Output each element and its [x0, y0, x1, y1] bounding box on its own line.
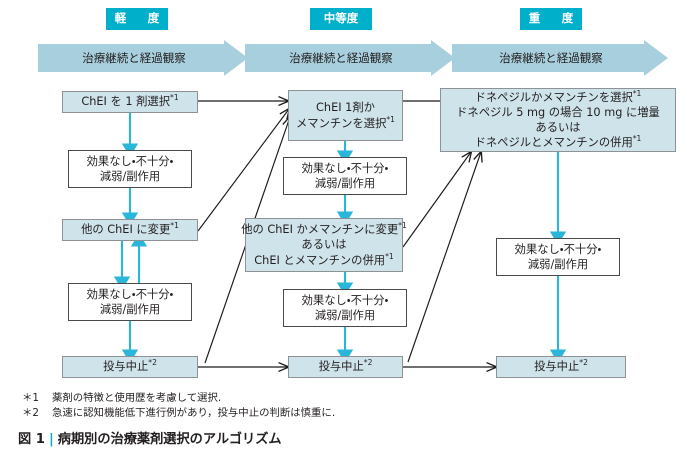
footnote-2: ＊2 急速に認知機能低下進行例があり，投与中止の判断は慎重に. — [22, 406, 335, 421]
flow-box-line: 効果なし・不十分・ — [301, 161, 389, 175]
stage-badge-mild: 軽 度 — [106, 8, 168, 30]
banner-moderate: 治療継続と経過観察 — [245, 40, 455, 76]
figure-number: 図 1 — [18, 432, 45, 447]
flow-box-line: 効果なし・不十分・ — [86, 287, 174, 301]
flow-box-line: 効果なし・不十分・ — [86, 154, 174, 168]
flow-box-line: 減弱/副作用 — [314, 177, 376, 190]
flow-box-line: ドネペジルかメマンチンを選択*1 — [474, 89, 642, 104]
flow-box-line: 他の ChEI に変更*1 — [81, 221, 179, 237]
flow-box-line: 投与中止*2 — [318, 358, 373, 374]
banner-mild-label: 治療継続と経過観察 — [82, 51, 186, 65]
flow-box-line: 効果なし・不十分・ — [301, 293, 389, 307]
link-c2b3-c3b1 — [402, 152, 471, 248]
flow-box-c1b1[interactable]: ChEI を 1 剤選択*1 — [62, 91, 198, 113]
stage-badge-moderate: 中等度 — [310, 8, 372, 30]
flow-box-c3b2[interactable]: 効果なし・不十分・ 減弱/副作用 — [496, 238, 620, 276]
flow-box-c2b1[interactable]: ChEI 1剤か メマンチンを選択*1 — [288, 90, 403, 141]
footnote-1-mark: ＊1 — [22, 392, 40, 404]
flow-box-c2b3[interactable]: 他の ChEI かメマンチンに変更*1 あるいは ChEI とメマンチンの併用*… — [241, 218, 407, 272]
flow-box-c1b2[interactable]: 効果なし・不十分・ 減弱/副作用 — [68, 150, 192, 188]
flow-box-c3b1[interactable]: ドネペジルかメマンチンを選択*1 ドネペジル 5 mg の場合 10 mg に増… — [440, 88, 676, 152]
flow-box-line: 効果なし・不十分・ — [514, 242, 602, 256]
flow-box-line: 他の ChEI かメマンチンに変更*1 — [241, 221, 407, 237]
banner-severe: 治療継続と経過観察 — [452, 40, 668, 76]
flow-box-line: ドネペジルとメマンチンの併用*1 — [474, 134, 642, 150]
banner-mild: 治療継続と経過観察 — [38, 40, 248, 76]
flow-box-line: あるいは — [535, 121, 581, 134]
flow-box-c2b4[interactable]: 効果なし・不十分・ 減弱/副作用 — [283, 289, 407, 327]
flow-box-c2b2[interactable]: 効果なし・不十分・ 減弱/副作用 — [283, 157, 407, 195]
flow-box-line: 投与中止*2 — [103, 358, 157, 374]
flow-box-line: メマンチンを選択*1 — [295, 114, 396, 130]
flow-box-line: 減弱/副作用 — [99, 170, 161, 183]
flow-box-c1b5[interactable]: 投与中止*2 — [62, 356, 198, 378]
flow-box-line: 減弱/副作用 — [527, 258, 589, 271]
footnote-2-text: 急速に認知機能低下進行例があり，投与中止の判断は慎重に. — [52, 407, 336, 419]
link-c2b5-c3b1 — [407, 152, 481, 363]
flow-box-line: 減弱/副作用 — [314, 309, 376, 322]
flow-box-line: ChEI とメマンチンの併用*1 — [254, 251, 394, 267]
flow-box-line: ドネペジル 5 mg の場合 10 mg に増量 — [456, 105, 660, 119]
footnote-2-mark: ＊2 — [22, 407, 40, 419]
banner-severe-label: 治療継続と経過観察 — [499, 51, 603, 65]
flow-box-c1b4[interactable]: 効果なし・不十分・ 減弱/副作用 — [68, 283, 192, 321]
flow-box-c3b3[interactable]: 投与中止*2 — [496, 356, 626, 378]
flow-box-line: ChEI を 1 剤選択*1 — [81, 93, 179, 109]
flow-box-c2b5[interactable]: 投与中止*2 — [288, 356, 403, 378]
figure-title: 病期別の治療薬剤選択のアルゴリズム — [57, 432, 282, 447]
banner-moderate-label: 治療継続と経過観察 — [289, 51, 393, 65]
flow-box-line: 投与中止*2 — [534, 358, 588, 374]
flow-box-line: あるいは — [301, 238, 347, 252]
banner-arrow-shape — [245, 40, 455, 76]
figure-caption: 図 1|病期別の治療薬剤選択のアルゴリズム — [18, 428, 282, 447]
flow-box-line: ChEI 1剤か — [316, 101, 375, 115]
stage-badge-severe: 重 度 — [520, 8, 582, 30]
banner-arrow-shape — [38, 40, 248, 76]
link-c1b3-c2b1 — [197, 109, 289, 232]
flow-box-c1b3[interactable]: 他の ChEI に変更*1 — [62, 219, 198, 241]
footnote-1-text: 薬剤の特徴と使用歴を考慮して選択. — [52, 392, 222, 404]
caption-separator: | — [48, 432, 54, 447]
banner-arrow-shape — [452, 40, 668, 76]
footnote-1: ＊1 薬剤の特徴と使用歴を考慮して選択. — [22, 391, 221, 406]
flow-box-line: 減弱/副作用 — [99, 303, 161, 316]
